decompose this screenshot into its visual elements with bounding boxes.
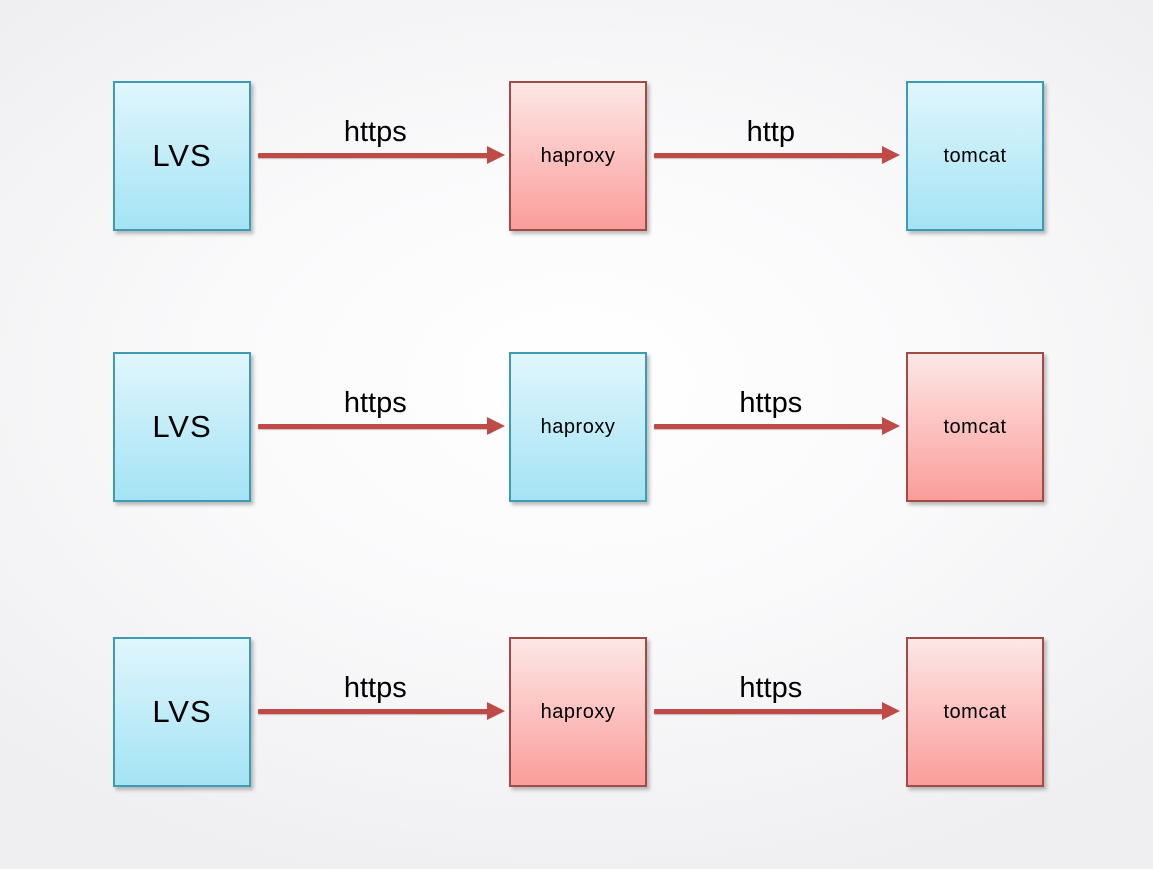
node-haproxy: haproxy: [509, 81, 647, 231]
node-tomcat: tomcat: [906, 352, 1044, 502]
diagram-row: LVS https haproxy https tomcat: [0, 637, 1153, 787]
node-label: tomcat: [943, 415, 1007, 438]
node-label: LVS: [152, 409, 212, 444]
node-label: haproxy: [540, 700, 616, 723]
arrow-head-icon: [487, 146, 505, 164]
arrow-head-icon: [882, 146, 900, 164]
node-label: LVS: [152, 138, 212, 173]
arrow-head-icon: [487, 702, 505, 720]
node-lvs: LVS: [113, 81, 251, 231]
arrow-head-icon: [882, 702, 900, 720]
node-haproxy: haproxy: [509, 637, 647, 787]
node-lvs: LVS: [113, 637, 251, 787]
diagram-row: LVS https haproxy http tomcat: [0, 81, 1153, 231]
arrow-label: https: [739, 387, 803, 419]
node-lvs: LVS: [113, 352, 251, 502]
node-label: haproxy: [540, 144, 616, 167]
node-label: haproxy: [540, 415, 616, 438]
node-label: LVS: [152, 694, 212, 729]
arrow-haproxy-tomcat: https: [654, 387, 900, 435]
arrow-lvs-haproxy: https: [258, 387, 505, 435]
node-tomcat: tomcat: [906, 81, 1044, 231]
arrow-haproxy-tomcat: http: [654, 116, 900, 164]
arrow-label: https: [739, 672, 803, 704]
node-label: tomcat: [943, 700, 1007, 723]
arrow-label: http: [746, 116, 795, 148]
arrow-head-icon: [487, 417, 505, 435]
arrow-haproxy-tomcat: https: [654, 672, 900, 720]
arrow-label: https: [343, 672, 407, 704]
arrow-label: https: [343, 116, 407, 148]
node-label: tomcat: [943, 144, 1007, 167]
node-haproxy: haproxy: [509, 352, 647, 502]
arrow-lvs-haproxy: https: [258, 116, 505, 164]
arrow-lvs-haproxy: https: [258, 672, 505, 720]
diagram-row: LVS https haproxy https tomcat: [0, 352, 1153, 502]
node-tomcat: tomcat: [906, 637, 1044, 787]
arrow-head-icon: [882, 417, 900, 435]
arrow-label: https: [343, 387, 407, 419]
